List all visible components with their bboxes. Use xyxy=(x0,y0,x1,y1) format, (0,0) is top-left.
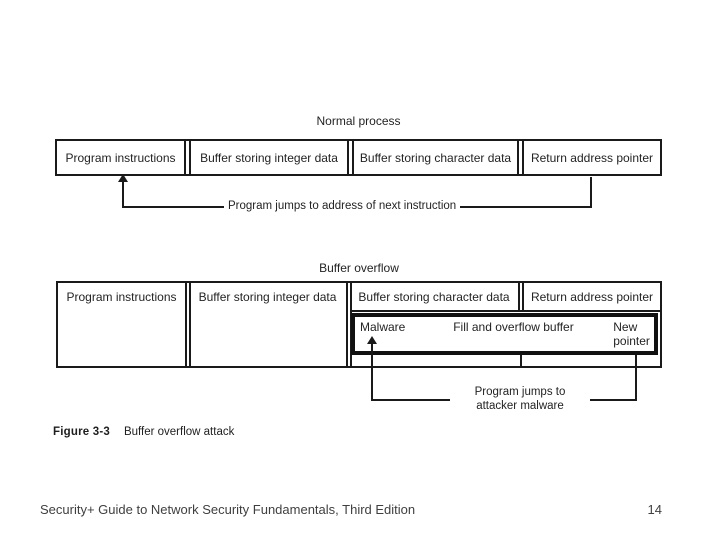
malware-label: Malware xyxy=(360,320,406,334)
fill-overflow-label: Fill and overflow buffer xyxy=(453,320,574,334)
cell-buffer-character: Buffer storing character data xyxy=(352,141,519,174)
figure-caption-text: Buffer overflow attack xyxy=(123,426,235,438)
cell-return-address: Return address pointer xyxy=(530,289,654,304)
normal-arrow-right-line xyxy=(590,177,592,208)
normal-process-title: Normal process xyxy=(316,114,401,128)
figure-caption: Figure 3-3 Buffer overflow attack xyxy=(53,426,234,438)
normal-jump-label: Program jumps to address of next instruc… xyxy=(224,200,461,212)
divider-line xyxy=(522,283,524,310)
cell-buffer-integer: Buffer storing integer data xyxy=(198,289,337,304)
buffer-overflow-box: Program instructions Buffer storing inte… xyxy=(56,281,662,368)
label-underline xyxy=(350,310,660,312)
new-pointer-label: New pointer xyxy=(613,320,650,348)
buffer-overflow-title: Buffer overflow xyxy=(319,261,399,275)
page-number: 14 xyxy=(647,502,662,517)
arrowhead-up-icon xyxy=(118,174,128,182)
divider-line xyxy=(185,283,187,366)
cell-buffer-integer: Buffer storing integer data xyxy=(189,141,349,174)
malware-overlay-box: Malware Fill and overflow buffer New poi… xyxy=(351,313,658,355)
cell-program-instructions: Program instructions xyxy=(66,289,177,304)
cell-program-instructions: Program instructions xyxy=(57,141,186,174)
figure-caption-label: Figure 3-3 xyxy=(53,426,110,438)
overflow-jump-label: Program jumps to attacker malware xyxy=(450,385,590,413)
divider-line xyxy=(189,283,191,366)
overflow-arrow-right-line xyxy=(635,355,637,401)
divider-line xyxy=(520,355,522,366)
footer-title: Security+ Guide to Network Security Fund… xyxy=(40,502,416,517)
arrowhead-up-icon xyxy=(367,336,377,344)
divider-line xyxy=(518,283,520,310)
normal-process-row: Program instructions Buffer storing inte… xyxy=(55,139,662,176)
overflow-arrow-left-line xyxy=(371,344,373,401)
cell-buffer-character: Buffer storing character data xyxy=(358,289,510,304)
divider-line xyxy=(346,283,348,366)
normal-arrow-left-line xyxy=(122,182,124,208)
cell-return-address: Return address pointer xyxy=(522,141,660,174)
